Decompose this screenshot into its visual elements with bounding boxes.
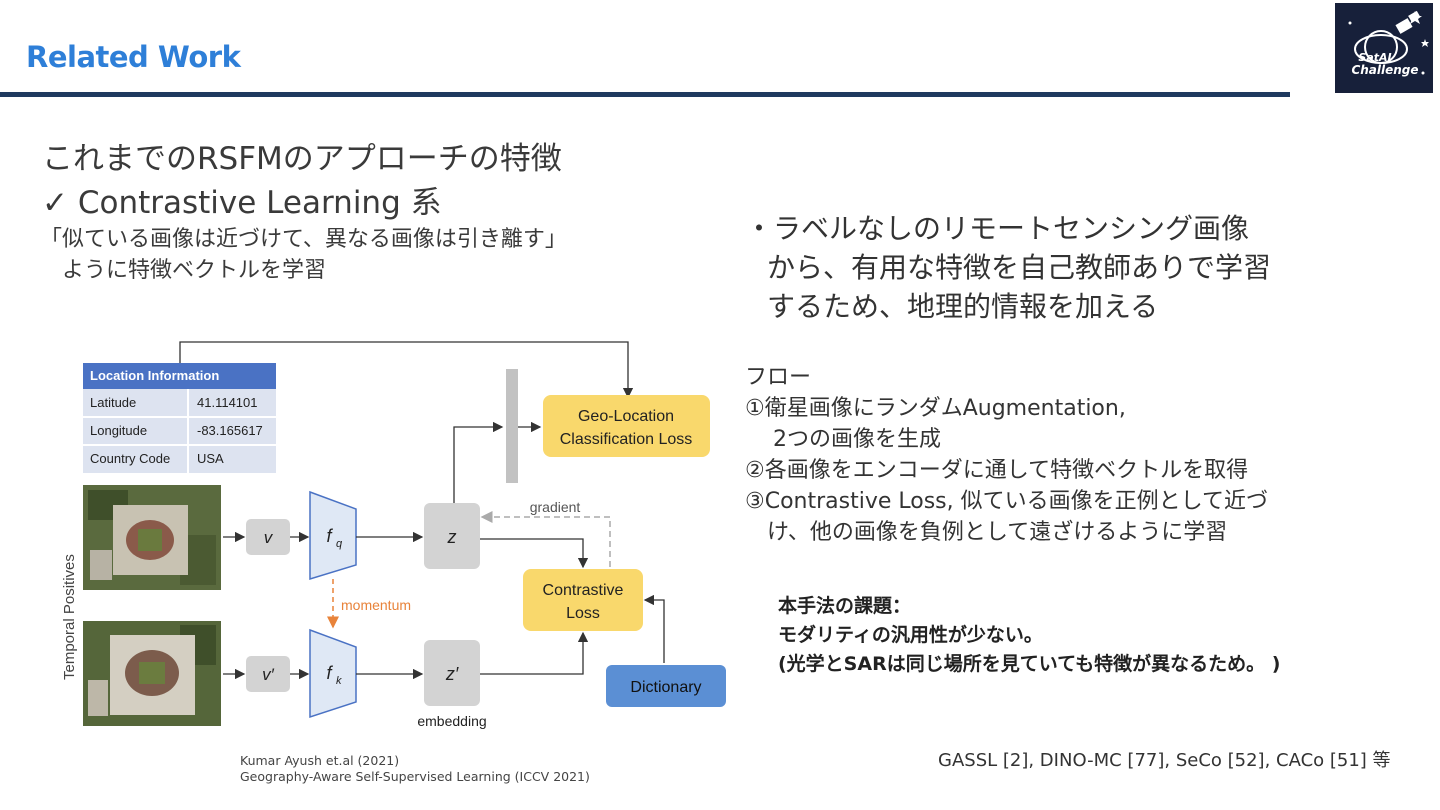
gradient-arrow (480, 511, 611, 567)
related-methods-refs: GASSL [2], DINO-MC [77], SeCo [52], CACo… (938, 750, 1391, 771)
flow-list: フロー ①衛星画像にランダムAugmentation, 2つの画像を生成 ②各画… (745, 362, 1268, 548)
z-prime-node-label: z′ (445, 664, 459, 684)
citation: Kumar Ayush et.al (2021) Geography-Aware… (240, 753, 590, 785)
issue-line-2: モダリティの汎用性が少ない。 (778, 624, 1043, 646)
geo-location-loss-box (543, 395, 710, 457)
v-prime-node-label: v′ (262, 665, 275, 684)
method-summary-line1: ・ラベルなしのリモートセンシング画像 (745, 212, 1250, 245)
contrastive-line2: Loss (566, 605, 600, 622)
flow-step-1-cont: 2つの画像を生成 (773, 427, 941, 452)
longitude-value: -83.165617 (197, 423, 263, 438)
temporal-positives-label: Temporal Positives (61, 554, 78, 680)
citation-paper: Geography-Aware Self-Supervised Learning… (240, 769, 590, 784)
embedding-label: embedding (417, 713, 486, 729)
momentum-label: momentum (341, 597, 411, 613)
country-code-label: Country Code (90, 451, 170, 466)
issue-title: 本手法の課題： (778, 595, 912, 617)
method-issue: 本手法の課題： モダリティの汎用性が少ない。 (光学とSARは同じ場所を見ていて… (778, 592, 1280, 679)
satellite-image-1 (83, 485, 221, 590)
z-node-label: z (447, 527, 457, 547)
geo-loss-line2: Classification Loss (560, 431, 693, 448)
classifier-layer (506, 369, 518, 483)
flow-step-3-cont: け、他の画像を負例として遠ざけるように学習 (767, 520, 1228, 545)
satellite-logo-icon: SatAI Challenge (1335, 3, 1433, 93)
flow-step-2: ②各画像をエンコーダに通して特徴ベクトルを取得 (745, 458, 1249, 483)
gradient-label: gradient (530, 499, 581, 515)
v-node (246, 519, 290, 555)
country-code-value: USA (197, 451, 224, 466)
title-divider (0, 92, 1290, 97)
fk-subscript: k (336, 675, 342, 687)
contrastive-loss-box (523, 569, 643, 631)
contrastive-line1: Contrastive (543, 582, 624, 599)
dictionary-box (606, 665, 726, 707)
fq-subscript: q (336, 538, 343, 550)
approach-heading: これまでのRSFMのアプローチの特徴 ✓ Contrastive Learnin… (42, 137, 562, 225)
logo-text-1: SatAI (1358, 51, 1391, 64)
approach-description-line2: ように特徴ベクトルを学習 (62, 258, 327, 283)
fk-label: f (326, 663, 333, 683)
satai-challenge-logo: SatAI Challenge (1335, 3, 1433, 93)
approach-description-line1: 「似ている画像は近づけて、異なる画像は引き離す」 (40, 227, 567, 252)
v-prime-node (246, 656, 290, 692)
z-prime-node (424, 640, 480, 706)
method-summary-line2: から、有用な特徴を自己教師ありで学習 (767, 251, 1272, 284)
logo-text-2: Challenge (1351, 63, 1418, 77)
location-table-header: Location Information (90, 368, 219, 383)
latitude-label: Latitude (90, 395, 136, 410)
longitude-label: Longitude (90, 423, 147, 438)
location-to-geoloss-arrow (179, 341, 634, 399)
dictionary-label: Dictionary (630, 679, 701, 696)
flow-step-1: ①衛星画像にランダムAugmentation, (745, 396, 1126, 421)
issue-line-3: (光学とSARは同じ場所を見ていても特徴が異なるため。 ) (778, 653, 1281, 675)
location-table: Location Information Latitude 41.114101 … (83, 363, 276, 473)
fq-label: f (326, 526, 333, 546)
geo-loss-line1: Geo-Location (578, 408, 674, 425)
architecture-diagram: Location Information Latitude 41.114101 … (30, 335, 740, 735)
latitude-value: 41.114101 (197, 395, 258, 410)
approach-heading-line2: ✓ Contrastive Learning 系 (42, 185, 442, 221)
slide-title: Related Work (26, 40, 241, 74)
flow-title: フロー (745, 365, 812, 390)
approach-heading-line1: これまでのRSFMのアプローチの特徴 (42, 141, 562, 177)
citation-authors: Kumar Ayush et.al (2021) (240, 753, 400, 768)
v-node-label: v (264, 528, 274, 547)
query-encoder (309, 490, 357, 581)
method-summary: ・ラベルなしのリモートセンシング画像 から、有用な特徴を自己教師ありで学習 する… (745, 209, 1271, 326)
z-node (424, 503, 480, 569)
approach-description: 「似ている画像は近づけて、異なる画像は引き離す」 ように特徴ベクトルを学習 (40, 224, 567, 286)
method-summary-line3: するため、地理的情報を加える (767, 290, 1159, 323)
satellite-image-2 (83, 621, 221, 726)
key-encoder (309, 628, 357, 719)
flow-step-3: ③Contrastive Loss, 似ている画像を正例として近づ (745, 489, 1268, 514)
